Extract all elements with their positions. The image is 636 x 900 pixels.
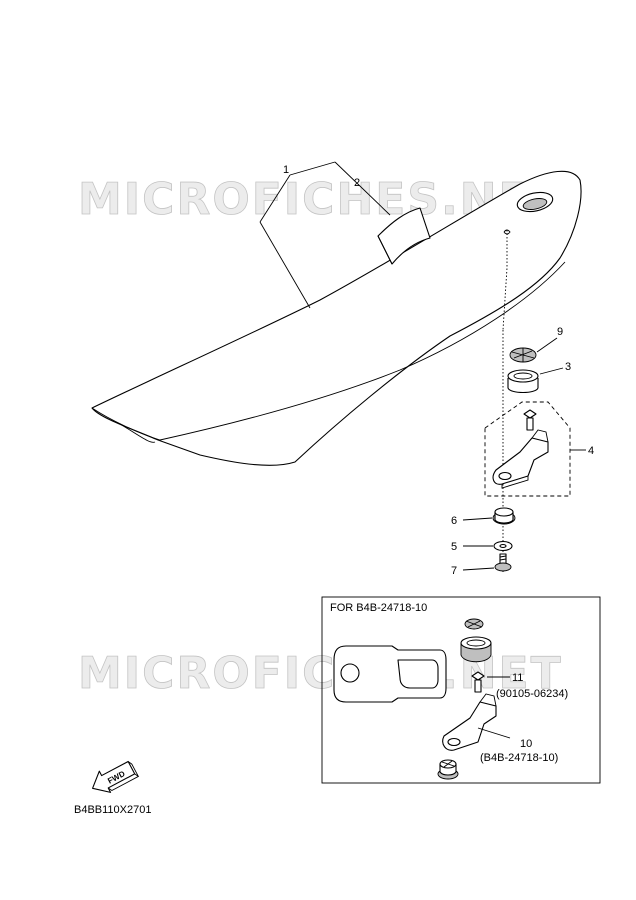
inset-bracket-flat — [333, 645, 447, 703]
callout-3: 3 — [565, 361, 571, 373]
callout-4: 4 — [588, 445, 594, 457]
inset-part-10-number: (B4B-24718-10) — [480, 752, 558, 764]
callout-2: 2 — [354, 177, 360, 189]
callout-11: 11 — [512, 672, 523, 684]
callout-1: 1 — [283, 164, 289, 176]
inset-part-10-bracket — [442, 693, 497, 751]
diagram-code: B4BB110X2701 — [74, 804, 151, 816]
inset-grommet — [437, 759, 459, 780]
inset-title: FOR B4B-24718-10 — [330, 602, 427, 614]
assembly-centerline — [502, 229, 511, 572]
inset-part-11-number: (90105-06234) — [496, 688, 568, 700]
inset-cap — [464, 618, 484, 630]
callout-6: 6 — [451, 515, 457, 527]
inset-damper — [460, 636, 492, 663]
part-3-damper — [507, 369, 539, 394]
fwd-arrow-icon: FWD — [92, 760, 140, 793]
part-4-bracket-group — [484, 401, 571, 497]
inset-part-11-bolt — [471, 671, 485, 693]
inset-panel: FOR B4B-24718-10 11 (90105-06234) — [321, 596, 601, 784]
part-9-cap — [509, 347, 537, 363]
callout-7: 7 — [451, 565, 457, 577]
leader-lines-1-2 — [259, 161, 391, 309]
watermark-top: MICROFICHES.NET — [78, 174, 563, 225]
callout-5: 5 — [451, 541, 457, 553]
part-7-bolt — [494, 553, 512, 572]
seat-label-sticker — [377, 207, 431, 265]
part-5-washer — [493, 540, 513, 552]
callout-10: 10 — [520, 738, 532, 750]
callout-9: 9 — [557, 326, 563, 338]
part-6-grommet — [492, 507, 516, 525]
seat-assembly — [91, 170, 582, 466]
